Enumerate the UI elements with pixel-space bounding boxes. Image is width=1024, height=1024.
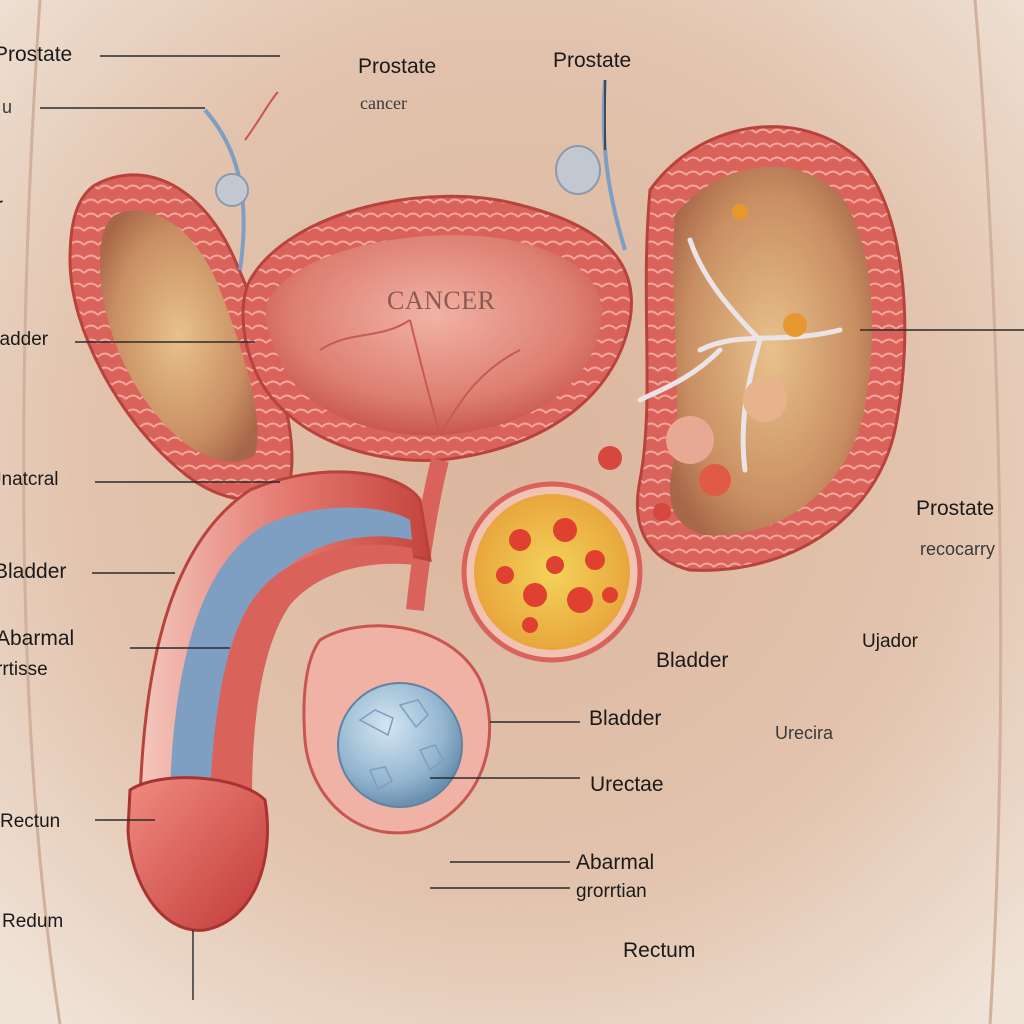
label-prostate-top: Prostate xyxy=(358,55,437,78)
label-r-left: r xyxy=(0,195,3,216)
label-bladder2-left: Bladder xyxy=(0,560,67,583)
label-cancer-top: cancer xyxy=(360,93,407,113)
label-prostate-right: Prostate xyxy=(916,497,995,520)
label-rectum2-left: Redum xyxy=(2,911,64,932)
label-u-left: u xyxy=(2,97,13,117)
label-bladder-mid: Bladder xyxy=(656,649,729,672)
label-urectae-mid: Urectae xyxy=(590,773,664,796)
label-urador-right: Ujador xyxy=(862,631,918,652)
label-recurrence-right: recocarry xyxy=(920,539,996,559)
label-cancer-center: CANCER xyxy=(387,286,496,315)
label-abnormal-bottom: Abarmal xyxy=(576,851,655,874)
label-rectum-bottom: Rectum xyxy=(623,939,696,962)
label-bladder2-mid: Bladder xyxy=(589,707,662,730)
label-prostate-left: Prostate xyxy=(0,43,73,66)
label-rectum-left: Rectun xyxy=(0,811,61,832)
label-bladder-left: Jadder xyxy=(0,329,49,350)
label-growth-bottom: grorrtian xyxy=(576,881,647,902)
label-tissue-left: rrtisse xyxy=(0,659,48,680)
label-prostate-top-right: Prostate xyxy=(553,49,632,72)
label-urethral-left: Jnatcral xyxy=(0,469,59,490)
label-abnormal-left: Abarmal xyxy=(0,627,75,650)
label-urecira-right: Urecira xyxy=(775,723,834,743)
